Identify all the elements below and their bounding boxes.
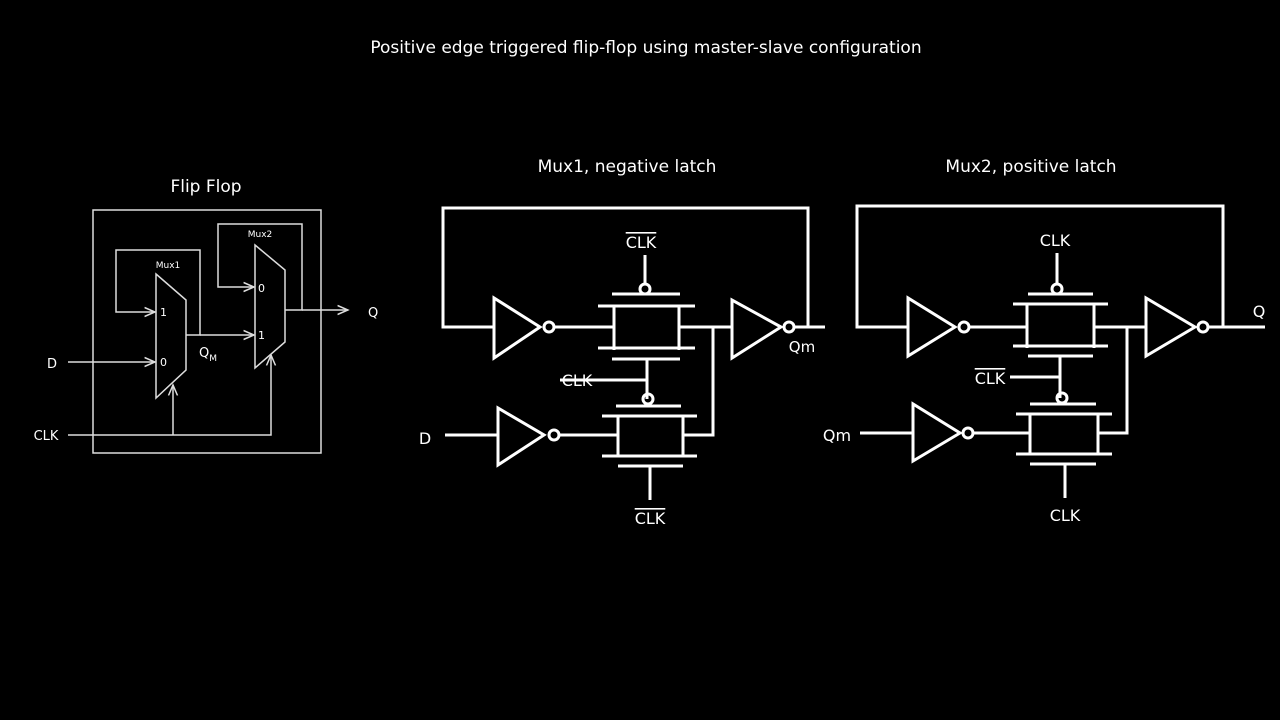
mux1-in0-label: 0 xyxy=(160,356,167,369)
mux2-q-label: Q xyxy=(1253,302,1266,321)
mux1-inverter-input xyxy=(496,405,547,468)
diagram-title: Positive edge triggered flip-flop using … xyxy=(370,38,921,58)
mux1-feedback-loop xyxy=(441,206,810,329)
mux2-latch: Mux2, positive latch CLK CLK xyxy=(823,157,1265,525)
mux2-shape xyxy=(254,243,286,370)
mux1-latch: Mux1, negative latch CLK CLK xyxy=(419,157,825,528)
mux1-shape xyxy=(155,272,187,400)
mux2-feedback-wire xyxy=(217,223,303,311)
flipflop-box xyxy=(92,209,322,454)
ff-d-label: D xyxy=(47,357,57,372)
mux2-transmission-gate-bottom xyxy=(1016,327,1129,498)
mux1-inverter-output xyxy=(730,297,784,361)
mux1-latch-heading: Mux1, negative latch xyxy=(538,157,717,177)
mux2-inverter-feedback xyxy=(906,295,958,359)
flipflop-block: Flip Flop Mux1 1 0 Mux2 0 1 D CLK QM Q xyxy=(34,177,378,454)
mux2-inverter-input xyxy=(911,401,963,464)
mux2-qm-label: Qm xyxy=(823,426,851,445)
mux2-inverter-output xyxy=(1144,295,1198,359)
clk-wire-mux2 xyxy=(68,355,271,436)
mux2-feedback-loop xyxy=(855,204,1225,329)
mux2-clk-top: CLK xyxy=(1040,231,1071,250)
mux1-feedback-wire xyxy=(115,249,201,336)
mux1-clk-bar-bottom: CLK xyxy=(635,509,666,528)
mux2-clk-bar-mid: CLK xyxy=(975,369,1006,388)
mux2-in1-label: 1 xyxy=(258,329,265,342)
ff-qm-label: QM xyxy=(199,346,217,364)
mux1-clk-mid: CLK xyxy=(562,371,593,390)
ff-q-label: Q xyxy=(368,306,378,321)
mux1-transmission-gate-top xyxy=(598,255,713,399)
mux1-inverter-feedback-bubble xyxy=(542,320,556,334)
mux2-label: Mux2 xyxy=(248,230,273,240)
mux2-in0-label: 0 xyxy=(258,282,265,295)
flipflop-heading: Flip Flop xyxy=(170,177,241,197)
mux1-inverter-feedback xyxy=(492,295,543,361)
mux1-label: Mux1 xyxy=(156,261,181,271)
mux1-d-label: D xyxy=(419,429,431,448)
mux1-clk-bar-top: CLK xyxy=(626,233,657,252)
mux2-clk-bottom: CLK xyxy=(1050,506,1081,525)
ff-clk-label: CLK xyxy=(34,429,59,444)
mux2-latch-heading: Mux2, positive latch xyxy=(945,157,1116,177)
mux1-in1-label: 1 xyxy=(160,306,167,319)
mux1-transmission-gate-bottom xyxy=(602,327,715,500)
mux1-qm-label: Qm xyxy=(789,338,815,356)
